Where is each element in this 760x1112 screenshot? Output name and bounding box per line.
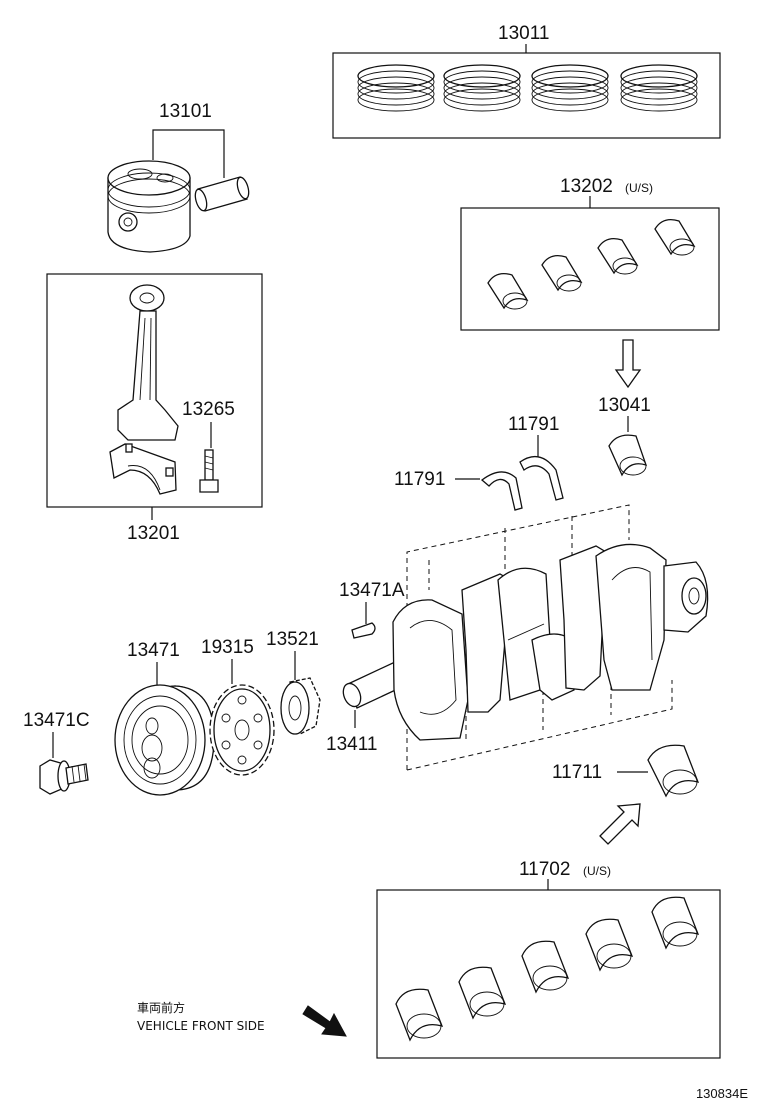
part-label-11791-left[interactable]: 11791: [394, 469, 445, 490]
bolt-icon: [39, 759, 89, 795]
part-label-13471[interactable]: 13471: [127, 640, 180, 661]
part-label-13411[interactable]: 13411: [326, 734, 377, 755]
up-right-arrow-icon: [599, 803, 641, 845]
part-label-13202[interactable]: 13202: [560, 176, 613, 197]
vehicle-front-label-jp: 車両前方: [137, 1000, 185, 1015]
timing-rotor-icon: [209, 684, 275, 776]
part-label-11702-suffix: (U/S): [583, 864, 611, 878]
crankshaft-pulley-group: 13471: [114, 640, 215, 796]
rod-bearing-set-group: 13202 (U/S): [460, 176, 720, 331]
part-label-13471A[interactable]: 13471A: [339, 580, 405, 601]
piston-pin-icon: [194, 176, 250, 212]
piston-icon: [107, 160, 191, 253]
main-bearing-set-frame: [376, 889, 721, 1059]
bearing-shell-icon: [458, 966, 507, 1020]
part-label-13201[interactable]: 13201: [127, 523, 180, 544]
connecting-rod-icon: [109, 284, 179, 495]
vehicle-front-label-en: VEHICLE FRONT SIDE: [137, 1019, 265, 1033]
part-label-13041[interactable]: 13041: [598, 395, 651, 416]
piston-ring-icon: [531, 64, 609, 112]
connecting-rod-frame: [46, 273, 263, 508]
thrust-washer-group: 11791 11791: [394, 414, 564, 511]
main-bearing-set-group: 11702 (U/S): [376, 859, 721, 1059]
piston-ring-icon: [443, 64, 521, 112]
pulley-icon: [114, 684, 215, 796]
bearing-shell-icon: [521, 940, 570, 994]
crankshaft-gear-group: 13521: [266, 629, 321, 735]
rod-bearing-icon: [608, 434, 648, 477]
front-direction-arrow-icon: [302, 1005, 347, 1037]
bearing-shell-icon: [597, 237, 639, 275]
crankshaft-icon: [342, 543, 709, 741]
connecting-rod-group: 13201 13265: [46, 273, 263, 544]
part-label-13521[interactable]: 13521: [266, 629, 319, 650]
bearing-shell-icon: [651, 896, 700, 950]
pulley-bolt-group: 13471C: [23, 710, 90, 795]
bearing-shell-icon: [395, 988, 444, 1042]
bearing-shell-icon: [487, 272, 529, 310]
piston-ring-set-frame: [332, 52, 721, 139]
bearing-shell-icon: [654, 218, 696, 256]
timing-rotor-group: 19315: [201, 637, 275, 776]
woodruff-key-icon: [351, 622, 376, 639]
crankshaft-gear-icon: [280, 677, 321, 735]
part-label-11702[interactable]: 11702: [519, 859, 570, 880]
down-arrow-icon: [614, 339, 642, 389]
illustration-number: 130834E: [696, 1086, 748, 1101]
main-bearing-icon: [647, 744, 700, 798]
piston-group: 13101: [107, 101, 250, 253]
bolt-icon: [199, 449, 219, 493]
rod-bearing-set-frame: [460, 207, 720, 331]
part-label-13101[interactable]: 13101: [159, 101, 212, 122]
part-label-11711[interactable]: 11711: [552, 762, 602, 783]
piston-ring-icon: [620, 64, 698, 112]
part-label-19315[interactable]: 19315: [201, 637, 254, 658]
vehicle-front-note: 車両前方 VEHICLE FRONT SIDE: [137, 1000, 347, 1037]
thrust-washer-icon: [519, 455, 564, 501]
crankshaft-group: 13411: [326, 504, 709, 771]
piston-ring-set-group: 13011: [332, 23, 721, 139]
part-label-13011[interactable]: 13011: [498, 23, 549, 44]
part-label-13265[interactable]: 13265: [182, 399, 235, 420]
thrust-washer-icon: [480, 471, 523, 511]
piston-ring-icon: [357, 64, 435, 112]
bearing-shell-icon: [541, 254, 583, 292]
bearing-shell-icon: [585, 918, 634, 972]
part-label-13471C[interactable]: 13471C: [23, 710, 90, 731]
part-label-11791-top[interactable]: 11791: [508, 414, 559, 435]
part-label-13202-suffix: (U/S): [625, 181, 653, 195]
